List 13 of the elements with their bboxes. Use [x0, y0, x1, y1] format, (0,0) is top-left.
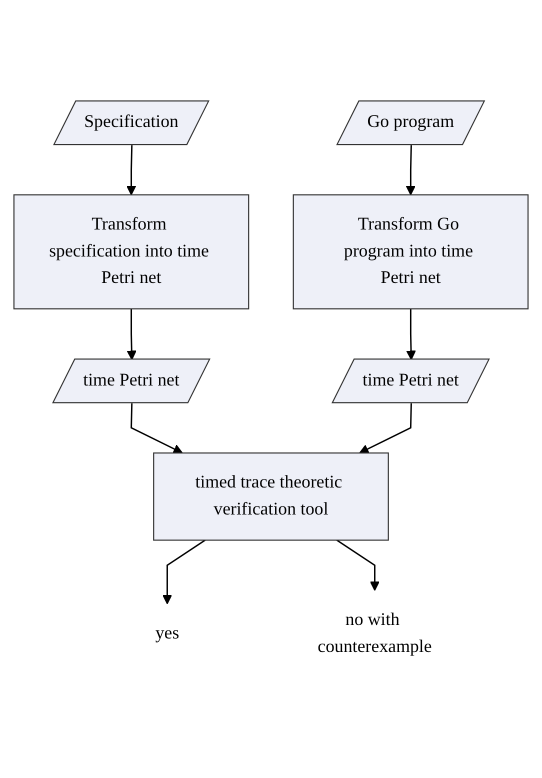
- arrow: [126, 144, 136, 195]
- arrow: [406, 308, 416, 360]
- arrow: [162, 539, 206, 604]
- node-box: Transform Go program into time Petri net: [292, 194, 529, 310]
- node-text: no with counterexample: [318, 610, 432, 656]
- node-text: yes: [155, 624, 180, 643]
- node-box: timed trace theoretic verification tool: [153, 452, 389, 540]
- arrow: [336, 539, 380, 591]
- arrow: [359, 402, 412, 454]
- arrow: [126, 308, 137, 360]
- arrow: [130, 402, 183, 454]
- node-box: Transform specification into time Petri net: [13, 194, 250, 310]
- arrow: [406, 144, 416, 195]
